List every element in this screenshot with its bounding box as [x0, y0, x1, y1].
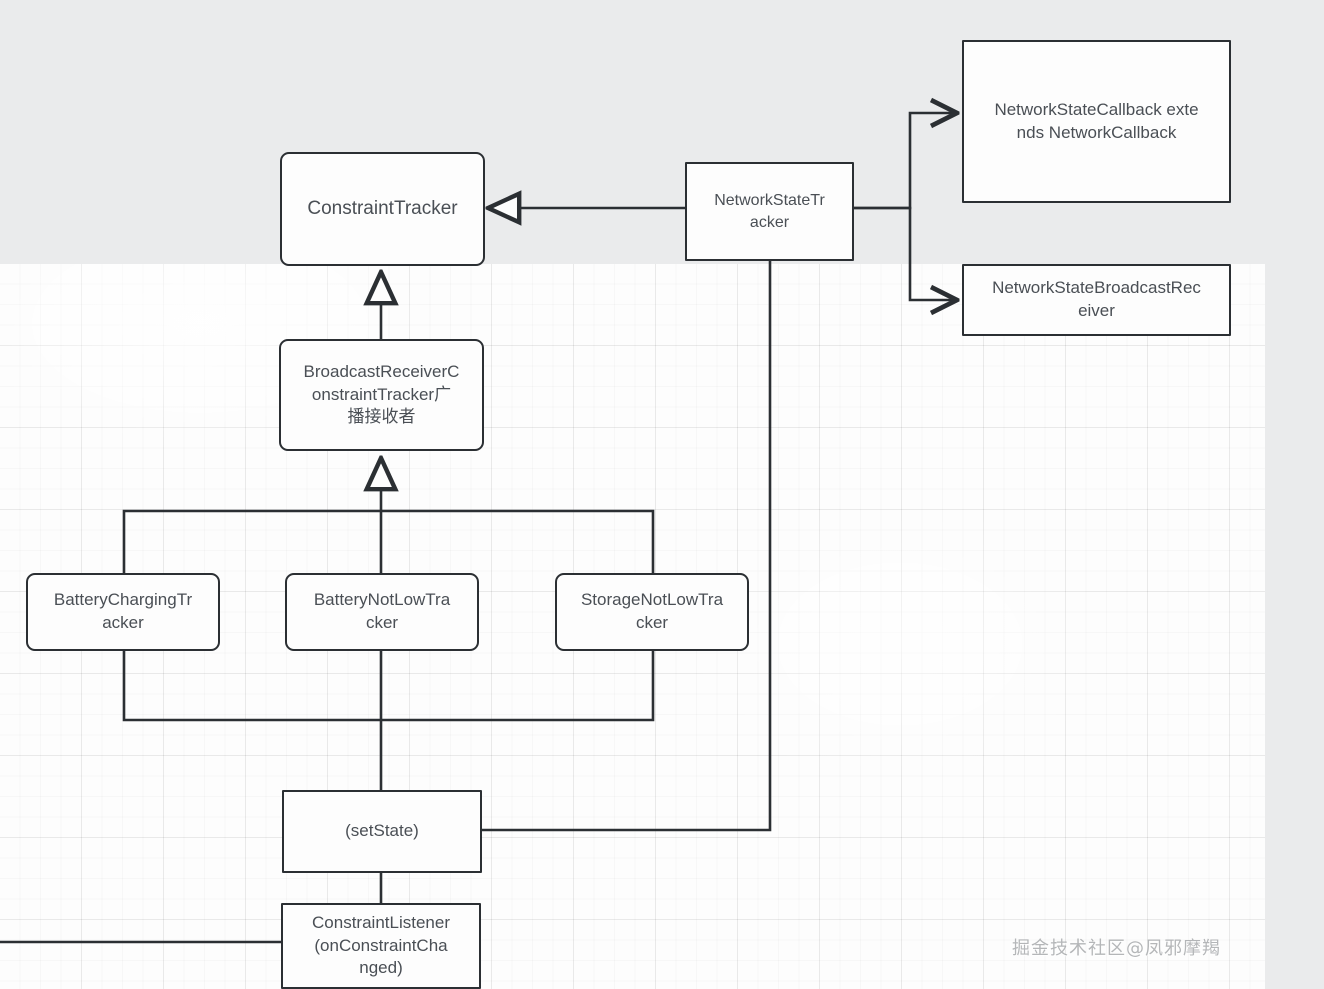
edge-battery-charging-to-bus-bottom: [122, 651, 655, 722]
edge-network-state-tracker-to-broadcast-receiver: [854, 206, 957, 300]
node-label-set-state: (setState): [345, 821, 419, 841]
edge-network-state-tracker-to-network-state-callback: [854, 113, 957, 210]
edge-set-state-to-network-state-tracker: [482, 261, 772, 832]
node-label-constraint-tracker: ConstraintTracker: [307, 198, 458, 220]
edge-battery-charging-to-bus-top: [122, 509, 655, 573]
node-set-state[interactable]: (setState): [282, 790, 482, 873]
node-constraint-tracker[interactable]: ConstraintTracker: [280, 152, 485, 266]
